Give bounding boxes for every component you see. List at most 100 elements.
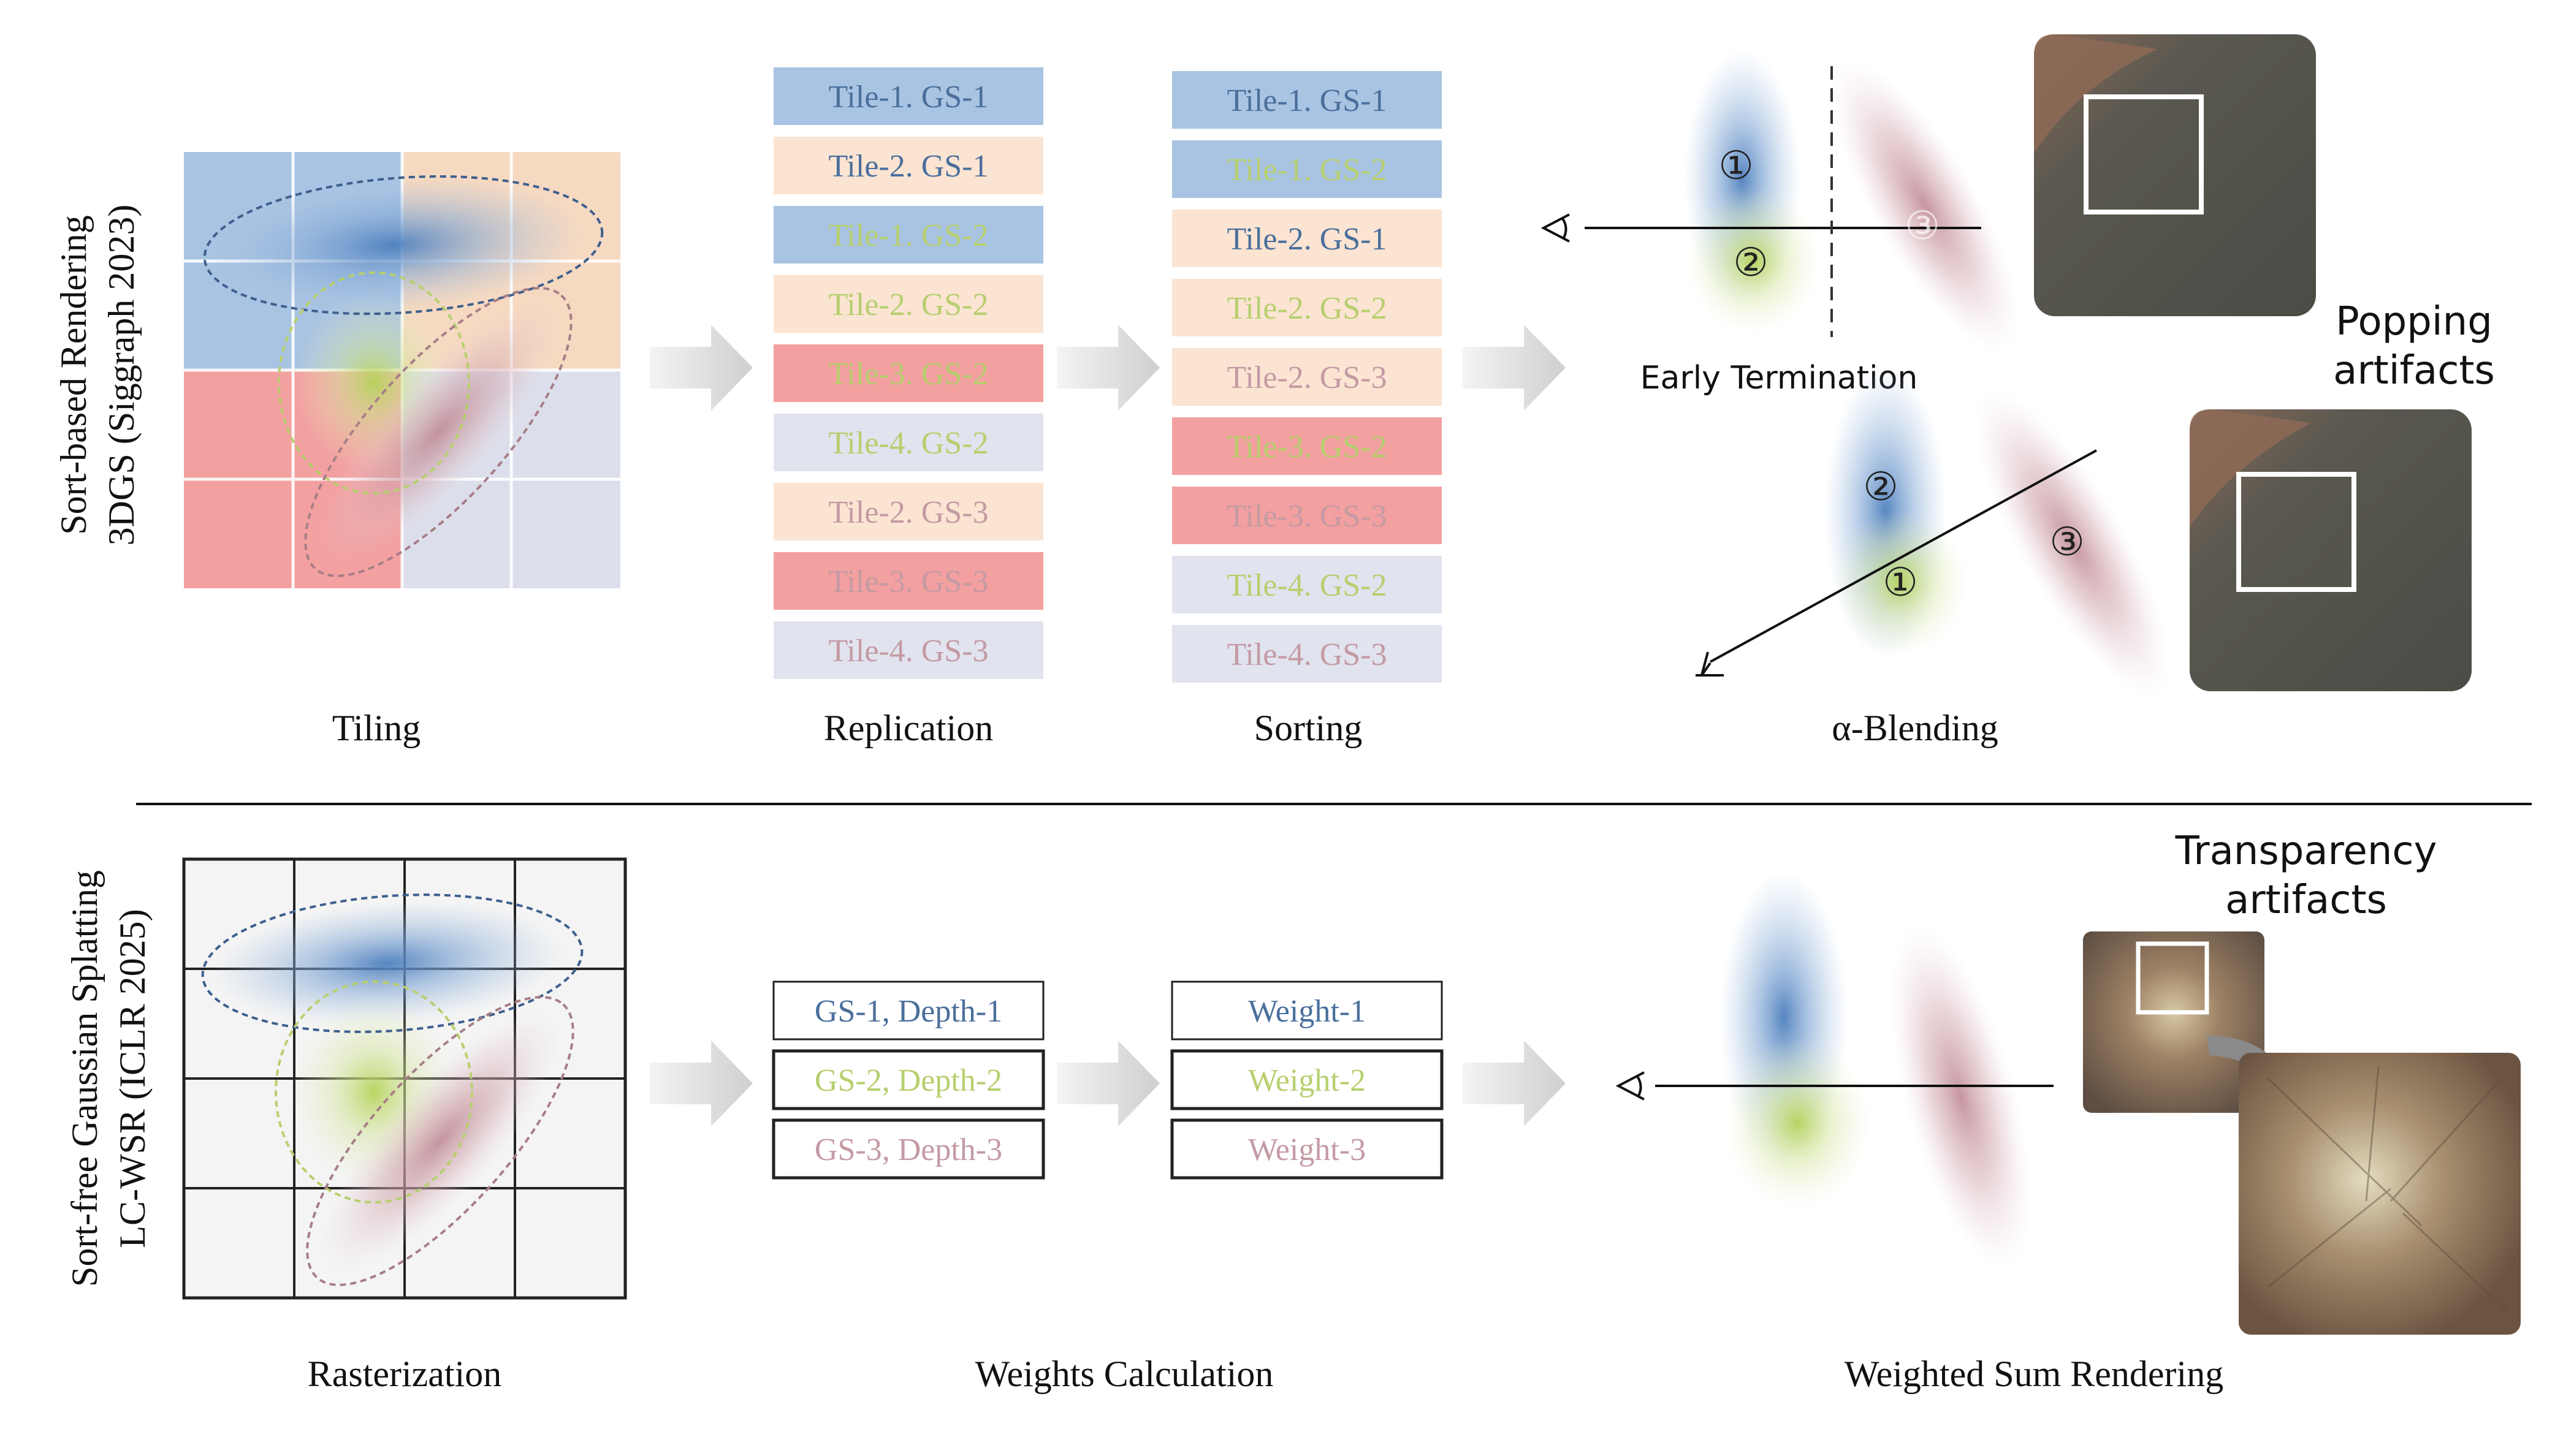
lower-gs3-blur [1973, 389, 2171, 696]
sorting-list-text-7: Tile-3. GS-3 [1227, 499, 1387, 534]
top-row-label-line2: 3DGS (Siggraph 2023) [101, 205, 142, 546]
transparency-highlight-box [2136, 941, 2209, 1015]
raster-gs1-outline [201, 893, 584, 1033]
replication-list-text-4: Tile-2. GS-2 [828, 287, 988, 322]
weighted-sum-label: Weighted Sum Rendering [1845, 1354, 2223, 1394]
replication-list-box-8 [774, 552, 1043, 610]
depth-list-text-1: GS-1, Depth-1 [815, 994, 1002, 1029]
replication-list-text-9: Tile-4. GS-3 [828, 634, 988, 669]
lower-ray [1710, 449, 2097, 663]
sorting-list-text-1: Tile-1. GS-1 [1227, 83, 1387, 118]
render-photo-lower [2190, 409, 2472, 691]
replication-list-text-8: Tile-3. GS-3 [828, 564, 988, 599]
gs1-outline [203, 175, 604, 316]
marker-upper-1: ① [1718, 144, 1753, 188]
weighted-sum-scene [1615, 870, 2054, 1270]
render-photo-transparency-small [2083, 931, 2264, 1113]
arrow-replication-to-sorting [1057, 325, 1160, 411]
arrow-weights-to-render [1463, 1041, 1566, 1126]
blending-label: α-Blending [1832, 708, 1998, 748]
blending-scene-upper: ① ② ③ Early Termination [1540, 49, 2019, 396]
replication-list-box-5 [774, 344, 1043, 402]
weight-list-box-3 [1170, 1118, 1444, 1180]
eye-pupil-upper [1561, 216, 1567, 240]
gs3-outline [304, 287, 573, 577]
transparency-artifacts-line1: Transparency [2175, 828, 2437, 874]
sorting-list-box-4 [1172, 279, 1442, 336]
sorting-list-box-2 [1172, 140, 1442, 198]
weight-list-box-1 [1171, 980, 1443, 1041]
sorting-list-text-2: Tile-1. GS-2 [1227, 153, 1387, 188]
popping-artifacts-line1: Popping [2336, 299, 2492, 344]
bottom-row-label-line1: Sort-free Gaussian Splatting [64, 870, 105, 1287]
sorting-list-text-3: Tile-2. GS-1 [1227, 222, 1387, 257]
replication-list-box-1 [774, 67, 1043, 125]
marker-lower-3: ③ [2049, 520, 2084, 564]
eye-icon-bottom [1615, 1071, 1645, 1101]
top-row-label-line1: Sort-based Rendering [53, 215, 94, 535]
sorting-list-box-3 [1172, 210, 1442, 267]
upper-gs3-blur [1830, 59, 2019, 351]
rasterization-label: Rasterization [308, 1354, 502, 1394]
tiling-label: Tiling [332, 708, 421, 748]
replication-list-box-6 [774, 414, 1043, 471]
arrow-sorting-to-blending [1463, 325, 1566, 411]
sorting-list-text-9: Tile-4. GS-3 [1227, 637, 1387, 672]
depth-list-text-3: GS-3, Depth-3 [815, 1132, 1002, 1167]
replication-list-text-1: Tile-1. GS-1 [828, 80, 988, 115]
marker-lower-1: ① [1883, 561, 1917, 604]
sorting-list-text-6: Tile-3. GS-2 [1227, 430, 1387, 464]
popping-artifacts-line2: artifacts [2333, 348, 2495, 393]
flow-arrows-top [650, 325, 1566, 411]
weight-list-text-2: Weight-2 [1248, 1063, 1366, 1098]
eye-icon-lower [1696, 651, 1724, 677]
popping-highlight-box-lower [2236, 472, 2356, 592]
sorting-list-box-6 [1172, 417, 1442, 475]
sorting-label: Sorting [1254, 708, 1363, 748]
sorting-list-text-8: Tile-4. GS-2 [1227, 568, 1387, 603]
top-row-label: Sort-based Rendering 3DGS (Siggraph 2023… [53, 205, 142, 546]
replication-list-box-2 [774, 137, 1043, 194]
replication-list-text-5: Tile-3. GS-2 [828, 357, 988, 392]
marker-lower-2: ② [1863, 465, 1898, 509]
depth-list-box-2 [772, 1049, 1045, 1110]
replication-list-text-7: Tile-2. GS-3 [828, 495, 988, 530]
weight-list-box-2 [1170, 1049, 1444, 1110]
raster-gs3-blur [320, 1010, 560, 1272]
eye-pupil-bottom [1635, 1074, 1642, 1098]
raster-gs3-outline [306, 996, 574, 1286]
depth-list-text-2: GS-2, Depth-2 [815, 1063, 1002, 1098]
raster-gs1-blur [210, 901, 565, 1026]
depth-list: GS-1, Depth-1GS-2, Depth-2GS-3, Depth-3 [772, 980, 1045, 1180]
sorting-list-box-9 [1172, 625, 1442, 683]
flow-arrows-bottom [650, 1041, 1566, 1126]
gs3-blur [316, 299, 560, 565]
replication-list-text-3: Tile-1. GS-2 [828, 218, 988, 253]
render-photo-transparency-zoom [2239, 1053, 2521, 1335]
depth-list-box-3 [772, 1118, 1045, 1180]
arrow-tiling-to-replication [650, 325, 753, 411]
raster-gs2-outline [275, 980, 473, 1204]
ws-gs2-blur [1724, 1037, 1871, 1208]
gs2-outline [278, 271, 470, 495]
ws-gs3-blur [1890, 924, 2031, 1270]
bottom-row-label: Sort-free Gaussian Splatting LC-WSR (ICL… [64, 870, 153, 1287]
replication-list-box-4 [774, 275, 1043, 333]
tiling-grid [184, 152, 620, 588]
replication-list-text-6: Tile-4. GS-2 [828, 426, 988, 461]
render-photo-upper [2034, 34, 2316, 316]
replication-list-text-2: Tile-2. GS-1 [828, 149, 988, 184]
gs1-blur [204, 176, 584, 314]
upper-gs2-blur [1686, 187, 1821, 334]
arrow-depth-to-weights [1057, 1041, 1160, 1126]
lower-gs1-blur [1833, 509, 1968, 656]
weight-list-text-1: Weight-1 [1248, 994, 1366, 1029]
weight-list-text-3: Weight-3 [1248, 1132, 1366, 1167]
sorting-list-box-1 [1172, 71, 1442, 129]
sorting-list-box-8 [1172, 556, 1442, 613]
sorting-list-text-4: Tile-2. GS-2 [1227, 291, 1387, 326]
depth-list-box-1 [772, 980, 1045, 1041]
